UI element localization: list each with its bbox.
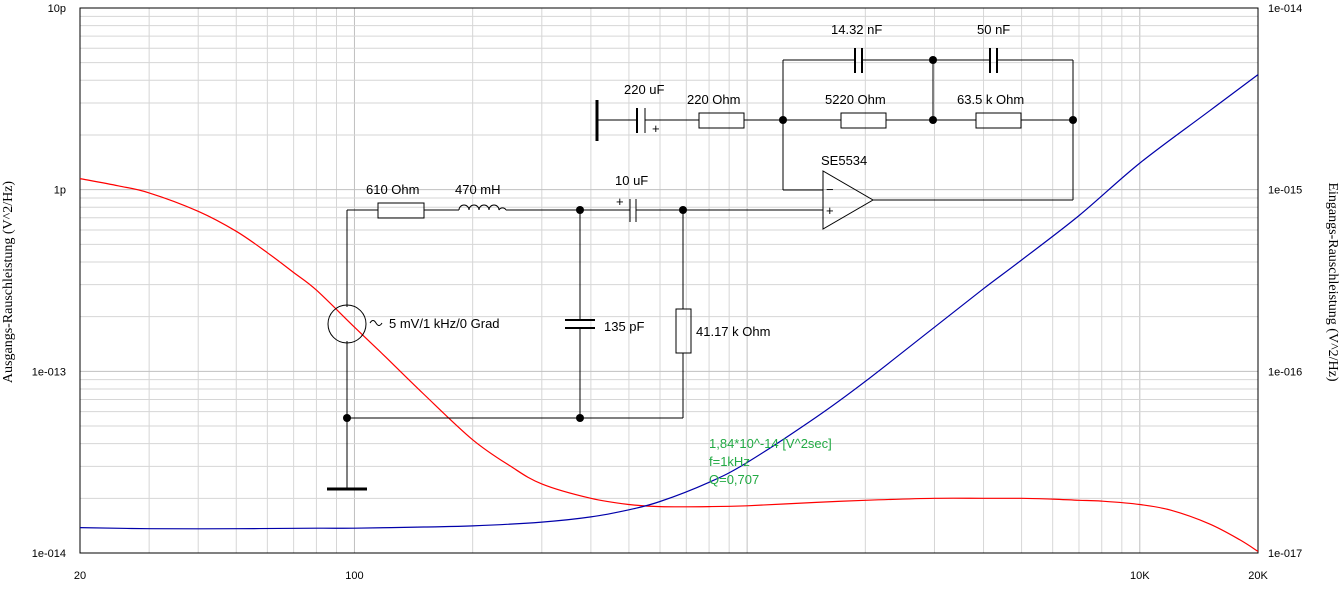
left-y-tick-label: 1e-014 — [32, 548, 66, 560]
plot-frame — [79, 7, 1259, 554]
left-y-tick-label: 10p — [48, 3, 66, 15]
right-y-tick-label: 1e-015 — [1268, 185, 1302, 197]
label-opamp-plus: + — [826, 203, 834, 218]
label-c-coupling: 10 uF — [615, 173, 648, 188]
series-layer — [79, 74, 1259, 552]
right-axis-label: Eingangs-Rauschleistung (V^2/Hz) — [1325, 182, 1340, 381]
label-r-gnd: 220 Ohm — [687, 92, 740, 107]
label-r-fb1: 5220 Ohm — [825, 92, 886, 107]
x-tick-label: 20 — [74, 570, 86, 582]
annotation-text: 1,84*10^-14 [V^2sec] — [709, 436, 832, 451]
label-c-gnd-polarity: + — [652, 121, 660, 136]
right-y-tick-labels: 1e-017 1e-016 1e-015 1e-014 — [1268, 3, 1302, 560]
label-r-input: 41.17 k Ohm — [696, 324, 770, 339]
left-y-tick-label: 1e-013 — [32, 366, 66, 378]
label-c-fb1: 14.32 nF — [831, 22, 882, 37]
x-tick-label: 100 — [345, 570, 363, 582]
annotation-text: f=1kHz — [709, 454, 750, 469]
label-opamp: SE5534 — [821, 153, 867, 168]
label-opamp-minus: − — [826, 182, 834, 197]
voltage-source — [327, 304, 367, 344]
label-r-series: 610 Ohm — [366, 182, 419, 197]
left-y-tick-label: 1p — [54, 185, 66, 197]
label-c-shunt: 135 pF — [604, 319, 645, 334]
annotation-text: Q=0,707 — [709, 472, 759, 487]
grid — [80, 8, 1258, 553]
series-input-noise-line — [79, 74, 1259, 530]
label-source: 5 mV/1 kHz/0 Grad — [389, 316, 500, 331]
x-tick-labels: 20 100 10K 20K — [74, 570, 1269, 582]
x-tick-label: 10K — [1130, 570, 1150, 582]
opamp-triangle — [822, 170, 874, 230]
circuit-schematic — [327, 48, 1074, 491]
label-r-fb2: 63.5 k Ohm — [957, 92, 1024, 107]
right-y-tick-label: 1e-014 — [1268, 3, 1302, 15]
circuit-nodes — [343, 56, 1077, 422]
x-tick-label: 20K — [1248, 570, 1268, 582]
right-y-tick-label: 1e-017 — [1268, 548, 1302, 560]
left-y-tick-labels: 1e-014 1e-013 1p 10p — [32, 3, 66, 560]
label-inductor: 470 mH — [455, 182, 501, 197]
label-c-gnd: 220 uF — [624, 82, 665, 97]
label-c-coupling-polarity: + — [616, 194, 624, 209]
inductor-470mh — [458, 204, 507, 212]
label-c-fb2: 50 nF — [977, 22, 1010, 37]
right-y-tick-label: 1e-016 — [1268, 366, 1302, 378]
left-axis-label: Ausgangs-Rauschleistung (V^2/Hz) — [1, 181, 16, 383]
